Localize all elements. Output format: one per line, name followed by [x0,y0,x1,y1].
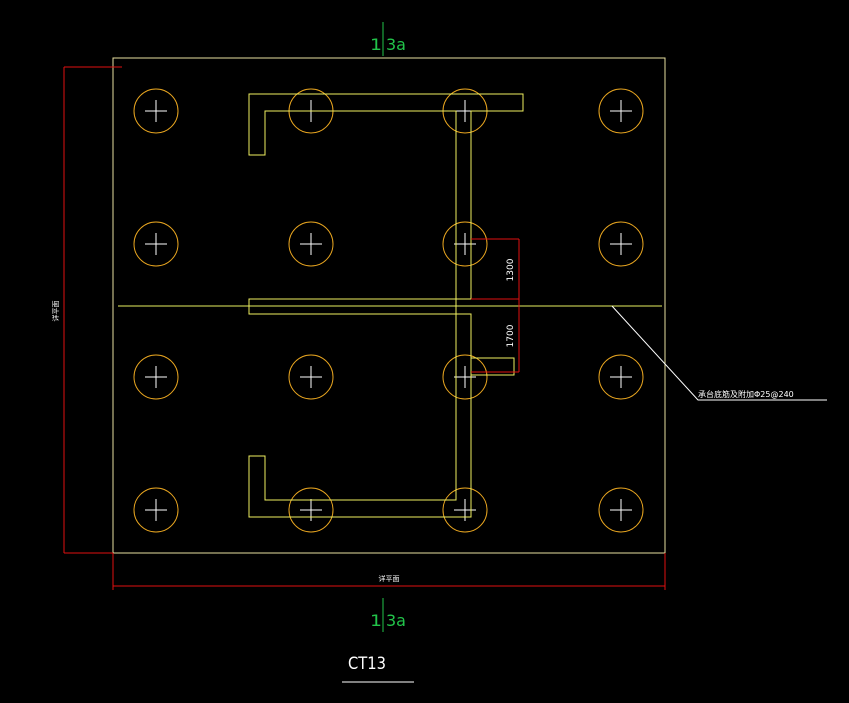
lower-wall-outline [248,313,472,518]
pile-2-3 [442,221,488,267]
bottom-section-mark-letter: 3a [386,611,406,630]
top-section-mark-letter: 3a [386,35,406,54]
pile-4-2 [288,487,334,533]
bottom-dimension-label: 详平面 [379,574,400,583]
top-section-mark: 1 3a [370,22,406,56]
bottom-section-mark-number: 1 [370,611,382,630]
top-section-mark-number: 1 [370,35,382,54]
left-overall-dimension [63,66,122,554]
pile-3-4 [598,354,644,400]
interior-dimension [471,238,520,373]
pile-1-1 [133,88,179,134]
bottom-overall-dimension [112,553,666,590]
pile-2-4 [598,221,644,267]
pile-4-4 [598,487,644,533]
pile-group [133,88,644,533]
pile-3-3 [442,354,488,400]
left-dimension-label: 详平面 [51,301,60,322]
pile-3-2 [288,354,334,400]
pile-4-1 [133,487,179,533]
annotation-leader [611,305,827,401]
pile-2-1 [133,221,179,267]
pile-4-3 [442,487,488,533]
dimension-1700-label: 1700 [506,324,516,347]
upper-wall-outline [248,93,524,315]
bottom-section-mark: 1 3a [370,598,406,632]
pile-2-2 [288,221,334,267]
dimension-1300-label: 1300 [506,258,516,281]
rebar-annotation: 承台底筋及附加Φ25@240 [698,389,794,399]
pile-3-1 [133,354,179,400]
pile-cap-outline [112,57,666,554]
pile-1-4 [598,88,644,134]
wall-return-stub [471,357,515,376]
drawing-title: CT13 [348,654,386,674]
